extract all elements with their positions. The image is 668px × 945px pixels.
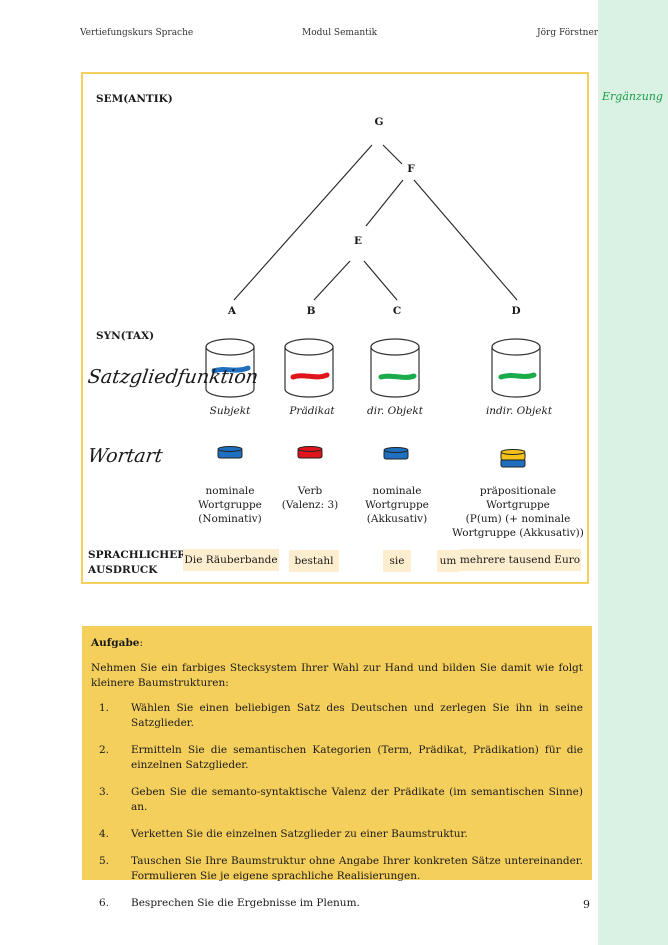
- semantik-label: SEM(ANTIK): [96, 93, 173, 105]
- node-b: B: [306, 305, 316, 317]
- list-item: 6.Besprechen Sie die Ergebnisse im Plenu…: [99, 897, 360, 909]
- wortart-piece-praedikat: [297, 446, 323, 459]
- expression-dir-objekt: sie: [383, 550, 411, 572]
- wortart-desc-dir-objekt: nominale Wortgruppe (Akkusativ): [365, 485, 429, 525]
- praedikat-color-mark: [290, 372, 330, 380]
- task-intro: Nehmen Sie ein farbiges Stecksystem Ihre…: [91, 662, 583, 689]
- header-right: Jörg Förstner: [537, 28, 599, 38]
- wortart-label: Wortart: [86, 445, 164, 467]
- wortart-desc-indir-objekt: präpositionale Wortgruppe (P(um) (+ nomi…: [452, 485, 584, 539]
- node-c: C: [392, 305, 402, 317]
- syntax-label: SYN(TAX): [96, 330, 155, 342]
- ausdruck-label-line1: SPRACHLICHER: [88, 549, 186, 561]
- expression-subjekt: Die Räuberbande: [183, 549, 279, 571]
- function-subjekt: Subjekt: [209, 405, 251, 417]
- indir-objekt-color-mark: [498, 372, 537, 380]
- margin-sidebar: [598, 0, 668, 945]
- list-item: 3.Geben Sie die semanto-syntaktische Val…: [99, 786, 583, 813]
- list-item: 5.Tauschen Sie Ihre Baumstruktur ohne An…: [99, 855, 583, 882]
- edge-g-a: [233, 144, 373, 301]
- sidebar-label: Ergänzung: [602, 90, 663, 103]
- node-a: A: [227, 305, 237, 317]
- function-dir-objekt: dir. Objekt: [366, 405, 423, 417]
- wortart-piece-dir-objekt: [383, 447, 409, 460]
- wortart-desc-praedikat: Verb (Valenz: 3): [281, 485, 339, 511]
- edge-f-e: [365, 179, 404, 227]
- task-box: Aufgabe: Nehmen Sie ein farbiges Stecksy…: [82, 626, 592, 909]
- function-praedikat: Prädikat: [289, 405, 335, 417]
- wortart-desc-subjekt: nominale Wortgruppe (Nominativ): [198, 485, 262, 525]
- edge-g-f: [382, 144, 403, 165]
- subjekt-color-mark: [211, 365, 251, 374]
- node-g: G: [374, 116, 384, 128]
- wortart-piece-indir-objekt: [500, 449, 526, 468]
- cylinder-indir-objekt: [491, 338, 541, 398]
- ausdruck-label-line2: AUSDRUCK: [88, 564, 158, 576]
- edge-e-b: [313, 260, 351, 301]
- expression-praedikat: bestahl: [289, 550, 339, 572]
- node-f: F: [407, 163, 415, 175]
- edge-f-d: [413, 179, 518, 301]
- wortart-piece-subjekt: [217, 446, 243, 459]
- cylinder-praedikat: [284, 338, 334, 398]
- header-center: Modul Semantik: [302, 28, 378, 38]
- dir-objekt-color-mark: [378, 373, 417, 380]
- expression-praeposition: um: [437, 550, 459, 572]
- node-e: E: [353, 235, 362, 247]
- list-item: 1.Wählen Sie einen beliebigen Satz des D…: [99, 702, 583, 729]
- task-list: 1.Wählen Sie einen beliebigen Satz des D…: [91, 701, 583, 911]
- list-item: 4.Verketten Sie die einzelnen Satzgliede…: [99, 828, 468, 840]
- satzgliedfunktion-label: Satzgliedfunktion: [86, 366, 260, 388]
- diagram-frame: [81, 72, 589, 584]
- cylinder-dir-objekt: [370, 338, 420, 398]
- node-d: D: [511, 305, 521, 317]
- list-item: 2.Ermitteln Sie die semantischen Kategor…: [99, 744, 583, 771]
- page-number: 9: [583, 898, 590, 911]
- header-left: Vertiefungskurs Sprache: [80, 28, 194, 38]
- edge-e-c: [363, 260, 398, 301]
- task-title: Aufgabe:: [91, 637, 144, 649]
- function-indir-objekt: indir. Objekt: [485, 405, 553, 417]
- expression-indir-objekt: mehrere tausend Euro: [459, 549, 581, 571]
